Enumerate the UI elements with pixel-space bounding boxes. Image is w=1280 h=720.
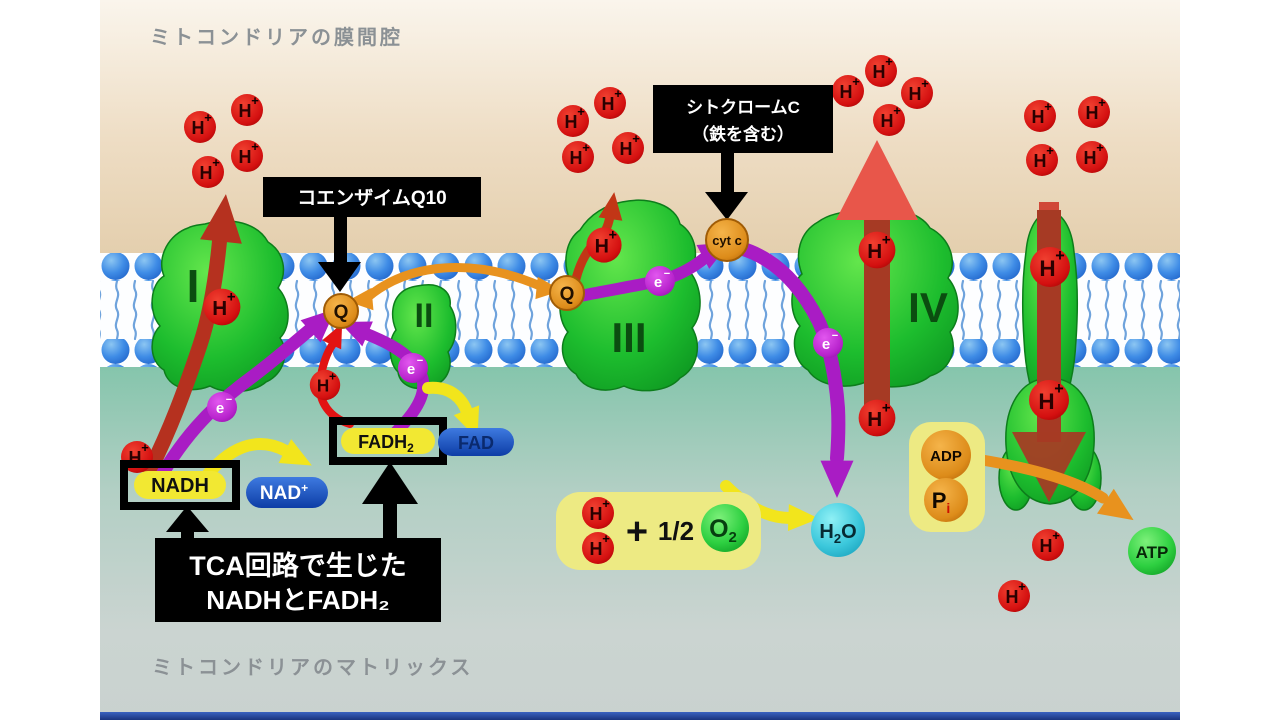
coenzyme-q10-callout: コエンザイムQ10 [263,177,481,217]
cytochrome-line2: （鉄を含む） [692,124,794,144]
adp-label: ADP [930,448,962,465]
slide-bottom-strip [100,712,1180,720]
complex-3-label: III [611,314,646,361]
cytochrome-line1: シトクロームC [686,98,800,117]
tca-line1: TCA回路で生じた [189,550,407,581]
proton-pump-arrow-complex1 [142,191,247,478]
pi-label: Pi [932,488,951,516]
oxygen-molecule: O2 [701,504,749,552]
complex-4-label: IV [908,284,948,331]
pointer-tca-to-fadh2 [362,462,418,540]
tca-callout: TCA回路で生じた NADHとFADH₂ [155,538,441,622]
proton-in-synthase-bottom [1029,379,1069,420]
q-shuttle-arc-arrow [346,263,564,313]
nadh-group: NADH [120,460,240,510]
coenzyme-q-1 [323,293,359,329]
adp-circle [921,430,971,480]
svg-text:cyt c: cyt c [712,233,742,248]
proton-in-complex3 [586,227,622,263]
nadh-label: NADH [151,475,209,497]
intermembrane-space-title: ミトコンドリアの膜間腔 [150,25,403,49]
tca-line2: NADHとFADH₂ [206,585,389,615]
fad-group: FAD [438,428,514,456]
plus-sign: + [626,511,648,553]
nad-label: NAD+ [260,481,308,504]
pointer-tca-to-nadh [166,506,209,540]
o2-label: O2 [709,515,737,546]
nadh-pill [134,471,226,499]
pi-circle [924,478,968,522]
cytochrome-c-callout: シトクロームC （鉄を含む） [653,85,833,153]
h2o-label: H2O [819,521,856,546]
atp-label: ATP [1136,543,1169,562]
adp-pi-group: ADP Pi [909,422,985,532]
nadh-highlight-box [120,460,240,510]
fad-label: FAD [458,433,494,453]
pointer-coenzyme-q10 [318,214,361,292]
fadh2-pill [341,428,435,454]
fad-pill [438,428,514,456]
electron-path-complex1-to-q [145,297,346,499]
atp-molecule: ATP [1128,527,1176,575]
fadh2-label: FADH2 [358,432,414,455]
pointer-cytochrome-c [705,150,748,220]
matrix-title: ミトコンドリアのマトリックス [152,656,473,679]
arrow-fadh2-to-fad [422,381,491,444]
arrow-adp-to-atp [976,454,1142,533]
nad-pill [246,477,328,508]
complex-1-label: I [187,260,200,312]
nad-group: NAD+ [246,477,328,508]
water-molecule: H2O [811,503,865,557]
coenzyme-q10-text: コエンザイムQ10 [297,187,447,209]
oxygen-reaction-group: + 1/2 O2 [556,492,761,570]
complex-2-label: II [415,297,434,335]
half-coefficient: 1/2 [658,516,694,546]
cytochrome-c-carrier: cyt c [705,218,749,262]
proton-in-synthase-top [1030,246,1070,287]
coenzyme-q-2 [549,275,585,311]
